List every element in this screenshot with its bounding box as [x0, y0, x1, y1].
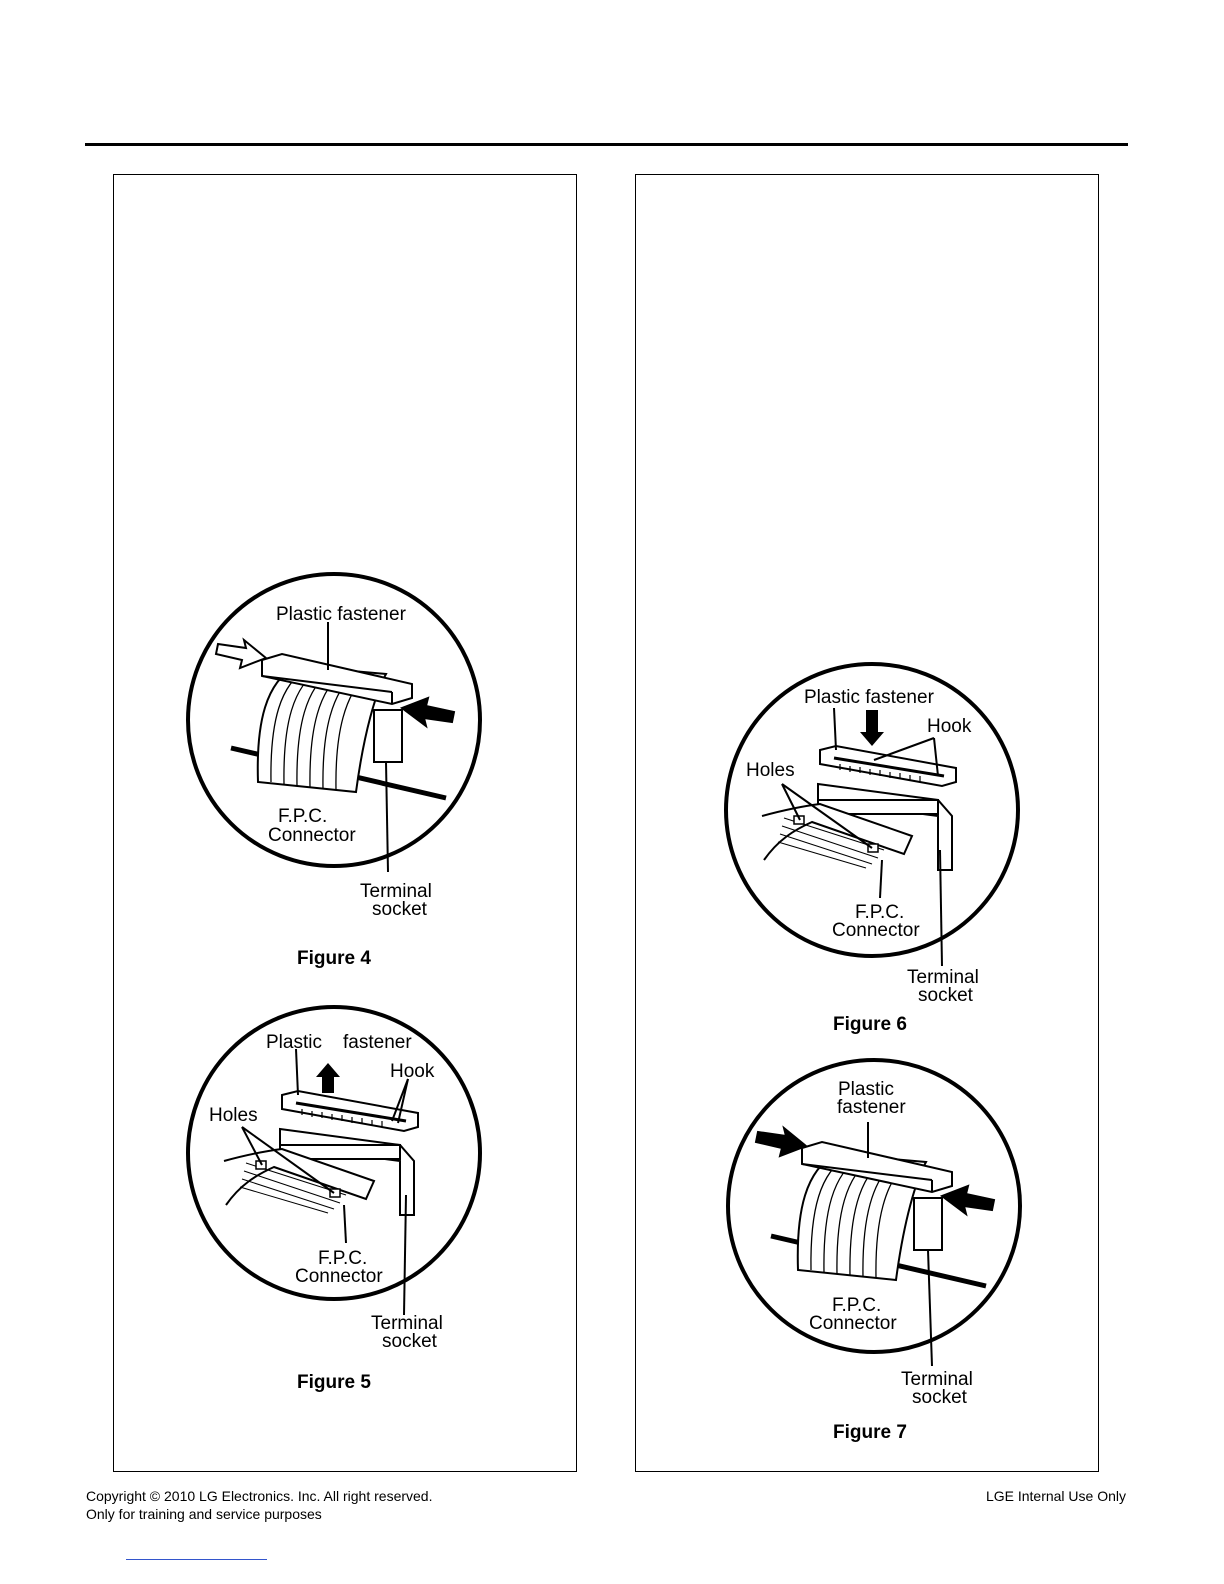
fig4-terminal-label-line1: Terminal	[360, 881, 432, 902]
fig5-fastener-label: fastener	[343, 1032, 412, 1053]
figure-5-illustration: Plastic fastener Hook Holes F.P.C. Conne…	[186, 1005, 482, 1352]
footer-purpose: Only for training and service purposes	[86, 1506, 322, 1522]
fig7-terminal-label-line1: Terminal	[901, 1369, 973, 1390]
footer-copyright: Copyright © 2010 LG Electronics. Inc. Al…	[86, 1488, 433, 1504]
fig4-fpc-label-line1: F.P.C.	[278, 806, 327, 827]
footer-left: Copyright © 2010 LG Electronics. Inc. Al…	[86, 1487, 432, 1523]
header-rule	[85, 143, 1128, 146]
fig6-plastic-fastener-label: Plastic fastener	[804, 687, 935, 708]
fig5-holes-label: Holes	[209, 1105, 258, 1126]
fig7-fpc-label-line2: Connector	[809, 1313, 897, 1334]
fig4-fpc-label-line2: Connector	[268, 825, 356, 846]
right-figure-panel	[635, 174, 1099, 1472]
figure-4-caption: Figure 4	[297, 948, 371, 969]
fig5-fpc-label-line1: F.P.C.	[318, 1248, 367, 1269]
footer-internal-use: LGE Internal Use Only	[985, 1488, 1126, 1504]
figure-7-caption: Figure 7	[833, 1422, 907, 1443]
fig5-terminal-label-line1: Terminal	[371, 1313, 443, 1334]
fig6-fpc-label-line2: Connector	[832, 920, 920, 941]
fig6-fpc-label-line1: F.P.C.	[855, 902, 904, 923]
fig6-holes-label: Holes	[746, 760, 795, 781]
fig7-terminal-label-line2: socket	[912, 1387, 968, 1408]
figure-6-illustration: Plastic fastener Hook Holes F.P.C. Conne…	[724, 662, 1020, 1006]
fig6-terminal-label-line1: Terminal	[907, 967, 979, 988]
figure-5-caption: Figure 5	[297, 1372, 371, 1393]
fig5-plastic-label: Plastic	[266, 1032, 322, 1053]
figure-6-caption: Figure 6	[833, 1014, 907, 1035]
fig7-plastic-label-line2: fastener	[837, 1097, 906, 1118]
fig4-terminal-label-line2: socket	[372, 899, 428, 920]
fig5-fpc-label-line2: Connector	[295, 1266, 383, 1287]
fig7-fpc-label-line1: F.P.C.	[832, 1295, 881, 1316]
fig6-hook-label: Hook	[927, 716, 972, 737]
fig7-plastic-label-line1: Plastic	[838, 1079, 894, 1100]
fig5-terminal-label-line2: socket	[382, 1331, 438, 1352]
fig6-terminal-label-line2: socket	[918, 985, 974, 1006]
figure-7-illustration: Plastic fastener F.P.C. Connector Termin…	[726, 1058, 1022, 1408]
fig4-plastic-fastener-label: Plastic fastener	[276, 604, 407, 625]
fig5-hook-label: Hook	[390, 1061, 435, 1082]
left-figure-panel	[113, 174, 577, 1472]
figure-4-illustration: Plastic fastener F.P.C. Connector Termin…	[186, 572, 482, 920]
footer-link-underline	[126, 1559, 267, 1560]
